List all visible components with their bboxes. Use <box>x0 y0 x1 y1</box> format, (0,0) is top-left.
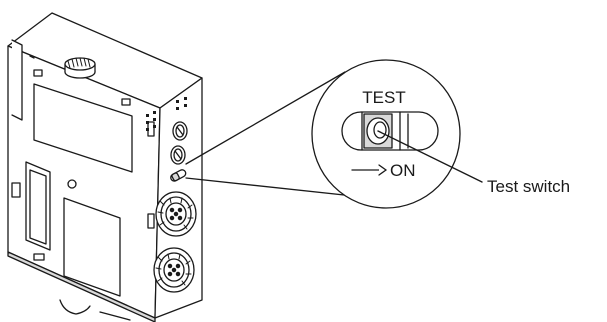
arrow-on-indicator <box>351 164 387 176</box>
slide-switch-icon <box>170 169 187 182</box>
label-panel-right <box>63 197 121 297</box>
callout-leader-lower <box>185 177 373 199</box>
m12-connector-icon <box>155 191 197 237</box>
led-indicators <box>146 97 187 131</box>
callout-test-label: TEST <box>362 88 405 107</box>
magnified-callout <box>311 59 461 209</box>
mounting-hole <box>67 179 77 189</box>
rotary-switch-upper <box>172 121 188 141</box>
callout-on-label: ON <box>390 161 416 180</box>
m12-connector-icon <box>153 247 195 293</box>
rotary-switch-lower <box>170 145 186 165</box>
top-dial <box>64 57 96 79</box>
test-switch-label: Test switch <box>487 177 570 196</box>
test-switch-pointer <box>377 130 483 183</box>
io-terminal-device-icon <box>7 12 203 322</box>
callout-leader-upper <box>185 71 346 165</box>
display-window <box>33 83 133 173</box>
